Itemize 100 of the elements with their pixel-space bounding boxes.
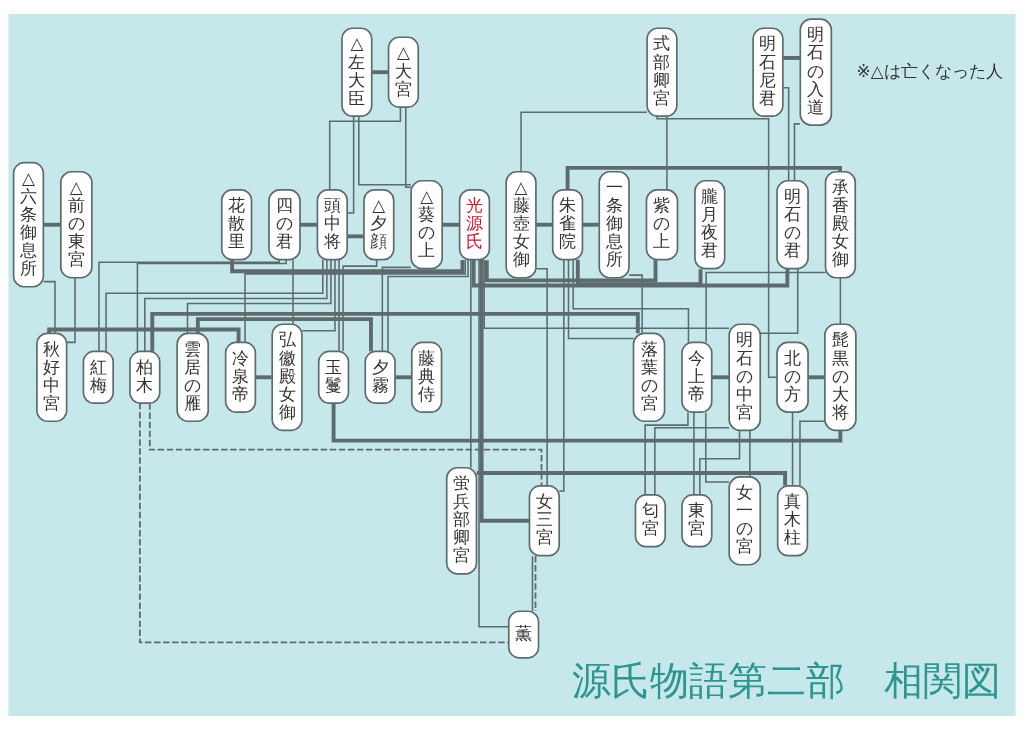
node-box: △大宮 [387,36,420,108]
node-box: 朧月夜君 [694,179,726,270]
node-box: 女三宮 [528,485,561,557]
node-box: 玉鬘 [317,350,350,404]
connector [476,471,788,486]
node-box: 雲居の雁 [176,332,210,423]
node-box: 頭中将 [316,189,348,261]
connector [405,106,412,188]
connector [705,411,730,483]
node-box: 式部卿宮 [646,27,678,117]
diagram-title: 源氏物語第二部 相関図 [571,658,1001,704]
connector [705,271,827,343]
connector [572,259,690,343]
connector [144,259,328,352]
node-box: 柏木 [129,350,161,404]
node-box: 朱雀院 [551,189,584,261]
node-box: 蛍兵部卿宮 [445,466,478,575]
node-box: 承香殿女御 [824,170,857,279]
connector [782,86,790,182]
connector [656,115,778,379]
connector [381,266,412,352]
connector [644,411,689,496]
node-box: 真木柱 [776,485,809,557]
connector [699,429,741,496]
node-box: 今上帝 [681,341,713,414]
connector [808,375,825,380]
connector [575,259,703,287]
connector [136,259,287,352]
connector [531,555,534,612]
connector [65,277,76,344]
node-box: 光源氏 [458,189,491,261]
node-box: 髭黒の大将 [824,323,857,432]
connector [98,259,280,352]
node-box: 紅梅 [82,350,114,404]
connector [471,259,790,288]
node-box: 匂宮 [634,494,667,548]
connector [484,260,658,283]
node-box: 花散里 [220,189,253,261]
connector [666,115,668,191]
node-box: 明石尼君 [752,27,784,117]
connector [793,123,801,181]
connector [347,234,364,239]
connector [478,258,510,628]
node-box: 四の君 [268,189,301,261]
node-box: 薫 [507,610,540,659]
node-box: △左大臣 [341,27,373,117]
connector [358,115,412,186]
node-box: 一条御息所 [598,170,630,279]
node-box: 明石の入道 [799,18,833,127]
node-box: 女一の宮 [728,476,762,566]
connector [338,258,340,352]
connector [536,222,553,227]
node-box: △夕顔 [363,189,395,261]
connector [712,375,730,380]
connector [43,222,61,227]
connector [255,375,272,380]
connector [395,375,412,380]
connector [535,267,548,487]
connector [244,259,466,344]
connector [759,268,799,335]
connector [799,420,826,487]
connector [654,426,730,496]
connector [328,106,402,191]
connector [442,222,460,227]
connector [105,259,324,352]
connector [331,403,843,443]
node-box: 秋好中宮 [36,332,68,423]
connector [628,274,643,334]
node-box: 明石の中宮 [728,323,762,432]
connector [150,312,640,352]
node-box: 紫の上 [645,189,679,261]
connector [387,259,469,353]
connector [186,259,332,334]
connector [300,222,318,227]
connector [582,222,599,227]
node-box: 東宮 [681,494,713,548]
node-box: 北の方 [776,341,809,414]
connector [195,317,373,352]
connector [483,258,730,329]
node-box: 冷泉帝 [224,341,257,414]
connector [693,411,695,496]
connector [479,259,530,523]
connector [372,70,388,75]
connector [783,56,801,60]
connector [839,277,842,325]
node-box: 藤典侍 [410,341,443,414]
connector [148,402,543,487]
connector [520,111,648,173]
node-box: 夕霧 [364,350,396,404]
connector [749,429,751,478]
node-box: △藤壺女御 [505,170,537,279]
node-box: △葵の上 [410,179,444,270]
connector [791,411,794,487]
node-box: 明石の君 [776,179,809,270]
connector [558,259,565,492]
node-box: 弘徽殿女御 [271,323,303,432]
node-box: △六条御息所 [12,161,45,288]
connector [342,259,378,352]
connector [567,259,635,340]
node-box: 落葉の宮 [632,332,666,423]
